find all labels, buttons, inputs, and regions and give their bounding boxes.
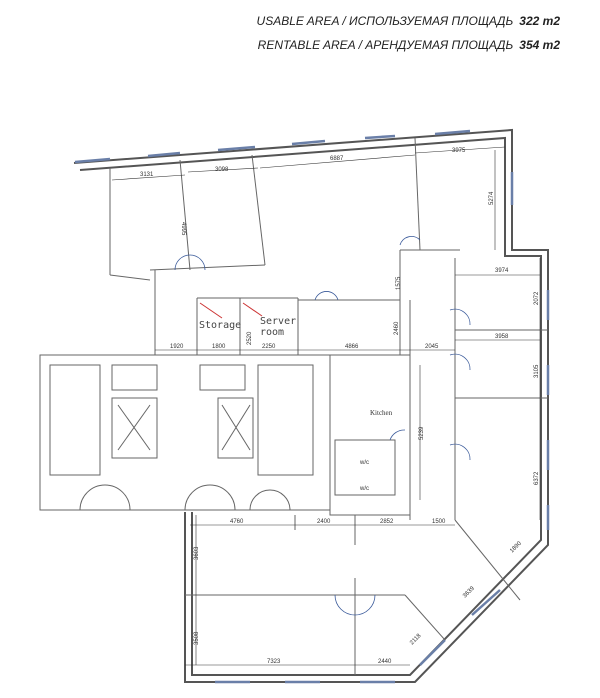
dim-label: 3974	[495, 268, 509, 274]
dim-label: 1575	[396, 276, 402, 290]
dim-label: 4866	[345, 344, 359, 350]
dimension-labels: 3131 3098 6887 3975 4995 5274 1575 1920 …	[140, 148, 540, 665]
rentable-area-line: RENTABLE AREA / АРЕНДУЕМАЯ ПЛОЩАДЬ 354 m2	[258, 38, 560, 52]
dim-label: 3975	[452, 148, 466, 154]
dim-label: 2072	[534, 291, 540, 305]
dim-label: 2460	[394, 321, 400, 335]
dim-label: 3603	[194, 546, 200, 560]
dim-label: 3958	[495, 334, 509, 340]
room-label-wc-1: w/c	[359, 460, 369, 466]
outer-walls	[73, 128, 550, 684]
dim-label: 6887	[330, 156, 344, 162]
dim-label: 3098	[215, 167, 229, 173]
dim-label: 2045	[425, 344, 439, 350]
dim-label: 1920	[170, 344, 184, 350]
room-label-kitchen: Kitchen	[370, 409, 393, 417]
dim-label: 2852	[380, 519, 394, 525]
room-label-wc-2: w/c	[359, 486, 369, 492]
room-label-storage: Storage	[199, 320, 241, 331]
dim-label: 1500	[432, 519, 446, 525]
dim-label: 3639	[462, 585, 476, 599]
dim-label: 2250	[262, 344, 276, 350]
dim-label: 5274	[489, 191, 495, 205]
dim-label: 1890	[509, 540, 523, 554]
dim-label: 4760	[230, 519, 244, 525]
dim-label: 6372	[534, 471, 540, 485]
dim-label: 3508	[194, 631, 200, 645]
room-label-server-2: room	[260, 327, 284, 338]
rentable-area-value: 354 m2	[519, 38, 560, 52]
room-labels: Storage Server room Kitchen w/c w/c	[199, 316, 393, 492]
dim-label: 3131	[140, 172, 154, 178]
dim-label: 3105	[534, 364, 540, 378]
dim-label: 7323	[267, 659, 281, 665]
usable-area-label: USABLE AREA / ИСПОЛЬЗУЕМАЯ ПЛОЩАДЬ	[256, 14, 514, 28]
room-label-server: Server	[260, 316, 296, 327]
dim-label: 4995	[180, 222, 186, 236]
doors	[174, 236, 471, 616]
usable-area-line: USABLE AREA / ИСПОЛЬЗУЕМАЯ ПЛОЩАДЬ 322 m2	[257, 14, 560, 28]
rentable-area-label: RENTABLE AREA / АРЕНДУЕМАЯ ПЛОЩАДЬ	[257, 38, 514, 52]
usable-area-value: 322 m2	[519, 14, 560, 28]
dimension-lines	[111, 146, 541, 666]
dim-label: 2400	[317, 519, 331, 525]
dim-label: 1800	[212, 344, 226, 350]
dim-label: 2440	[378, 659, 392, 665]
building-core	[39, 354, 411, 516]
interior-walls	[109, 137, 548, 675]
dim-label: 2118	[409, 633, 423, 647]
dim-label: 2520	[247, 331, 253, 345]
dim-label: 5239	[419, 426, 425, 440]
